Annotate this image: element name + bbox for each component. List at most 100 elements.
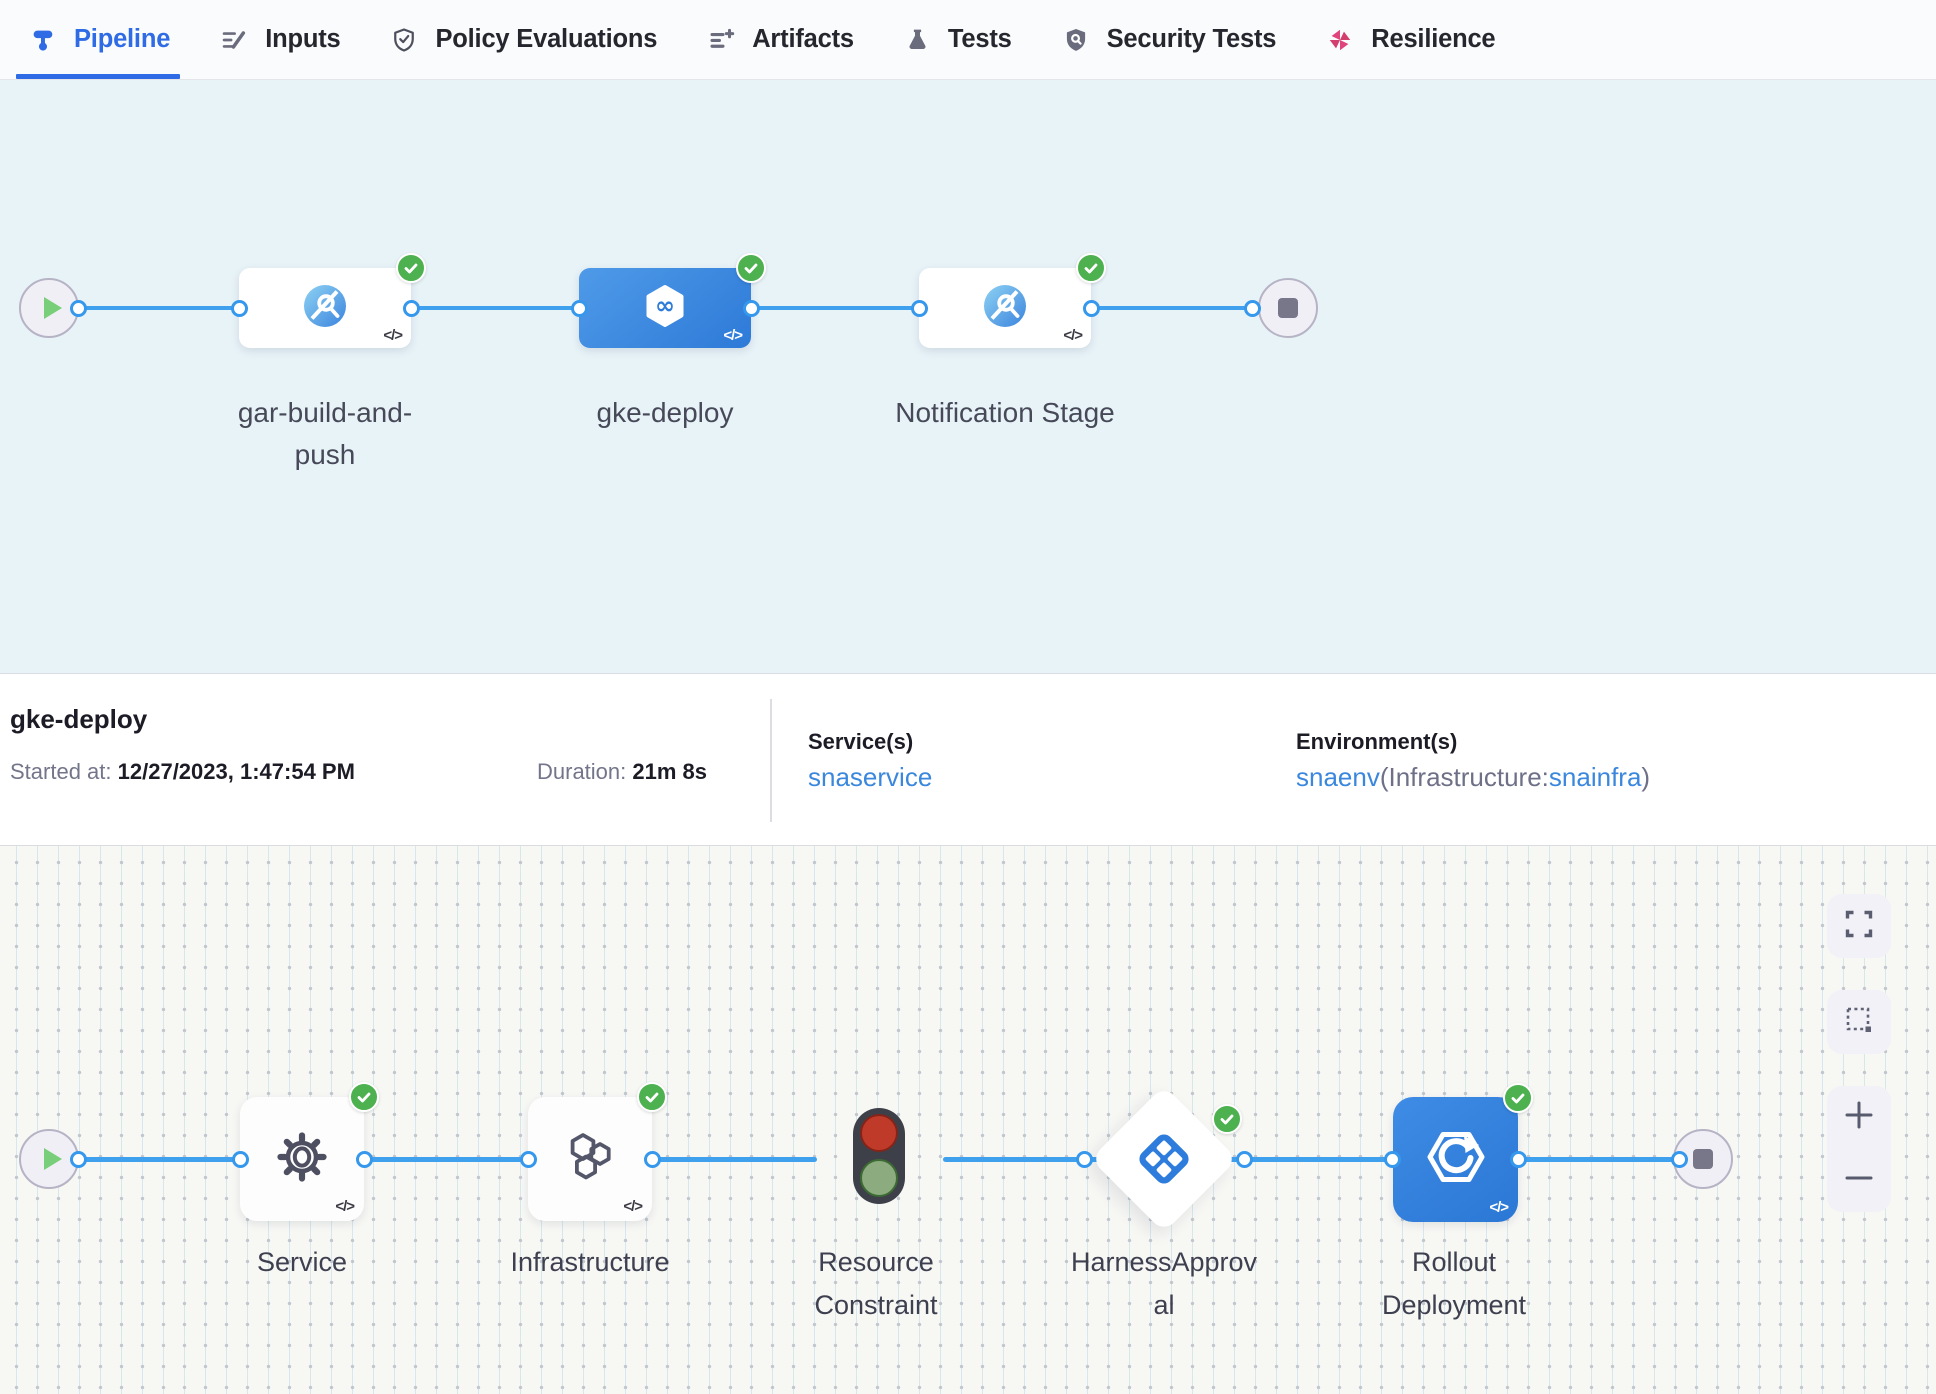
infrastructure-name[interactable]: snainfra xyxy=(1548,762,1642,792)
inputs-icon xyxy=(220,26,248,54)
started-at: Started at: 12/27/2023, 1:47:54 PM xyxy=(10,759,355,785)
step-label: Rollout Deployment xyxy=(1381,1247,1527,1320)
success-badge xyxy=(396,253,426,283)
tab-artifacts[interactable]: Artifacts xyxy=(707,0,854,79)
port xyxy=(355,1150,373,1168)
duration-label: Duration: xyxy=(537,759,627,784)
stage-card-notification-stage[interactable]: </> xyxy=(919,268,1091,348)
step-card-rollout-deployment[interactable]: </> xyxy=(1393,1097,1518,1222)
code-badge: </> xyxy=(723,327,743,344)
port xyxy=(910,299,928,317)
duration-value: 21m 8s xyxy=(632,759,708,784)
tab-label: Security Tests xyxy=(1106,25,1277,53)
stage-card-gar-build-and-push[interactable]: </> xyxy=(239,268,411,348)
stage-label: gke-deploy xyxy=(596,397,734,428)
port xyxy=(570,299,588,317)
tab-resilience[interactable]: Resilience xyxy=(1326,0,1496,79)
exec-edge xyxy=(49,1157,817,1162)
success-badge xyxy=(736,253,766,283)
port xyxy=(1235,1150,1253,1168)
stop-icon xyxy=(1278,298,1298,318)
cd-stage-icon: ∞ xyxy=(641,282,689,335)
tab-label: Artifacts xyxy=(752,25,854,53)
code-badge: </> xyxy=(1489,1199,1509,1216)
fullscreen-icon xyxy=(1843,908,1875,945)
custom-stage-icon xyxy=(981,282,1029,335)
port xyxy=(230,299,248,317)
execution-graph-canvas[interactable]: </> Service </> Infrastructure Resource … xyxy=(0,846,1936,1394)
started-at-value: 12/27/2023, 1:47:54 PM xyxy=(117,759,355,784)
artifacts-icon xyxy=(707,26,735,54)
port xyxy=(1670,1150,1688,1168)
step-label: Service xyxy=(256,1247,348,1277)
step-card-service[interactable]: </> xyxy=(240,1097,364,1221)
tab-label: Tests xyxy=(947,25,1012,53)
resilience-pinwheel-icon xyxy=(1326,26,1354,54)
infrastructure-prefix: (Infrastructure: xyxy=(1379,762,1549,792)
minus-icon xyxy=(1839,1158,1879,1203)
stop-icon xyxy=(1693,1149,1713,1169)
flask-icon xyxy=(904,26,931,53)
exec-edge xyxy=(943,1157,1703,1162)
environments-label: Environment(s) xyxy=(1296,729,1458,754)
port xyxy=(1075,1150,1093,1168)
port xyxy=(742,299,760,317)
step-label: Infrastructure xyxy=(510,1247,670,1277)
green-light xyxy=(860,1159,898,1197)
stage-label: Notification Stage xyxy=(895,397,1115,428)
started-at-label: Started at: xyxy=(10,759,112,784)
stage-details-bar: gke-deploy Started at: 12/27/2023, 1:47:… xyxy=(0,673,1936,846)
approval-icon xyxy=(1132,1127,1196,1196)
success-badge xyxy=(349,1082,379,1112)
rollout-icon xyxy=(1421,1122,1491,1197)
policy-shield-icon xyxy=(390,26,418,54)
port xyxy=(1243,299,1261,317)
stage-graph-canvas[interactable]: </> gar-build-and-push ∞ </> gke-deploy … xyxy=(0,80,1936,673)
environment-name[interactable]: snaenv xyxy=(1296,762,1380,792)
step-label: Resource Constraint xyxy=(814,1247,938,1320)
port xyxy=(1509,1150,1527,1168)
step-card-infrastructure[interactable]: </> xyxy=(528,1097,652,1221)
marquee-selection-icon xyxy=(1843,1004,1875,1041)
tab-policy-evaluations[interactable]: Policy Evaluations xyxy=(390,0,657,79)
gear-icon xyxy=(269,1124,335,1195)
red-light xyxy=(860,1114,898,1152)
port xyxy=(69,1150,87,1168)
plus-icon xyxy=(1839,1095,1879,1140)
security-shield-icon xyxy=(1062,26,1090,54)
tab-label: Policy Evaluations xyxy=(435,25,658,53)
services-label: Service(s) xyxy=(808,729,914,754)
stage-card-gke-deploy[interactable]: ∞ </> xyxy=(579,268,751,348)
success-badge xyxy=(1076,253,1106,283)
pipeline-end-node xyxy=(1258,278,1318,338)
tab-tests[interactable]: Tests xyxy=(904,0,1012,79)
environment-link[interactable]: snaenv(Infrastructure:snainfra) xyxy=(1296,762,1650,793)
svg-text:∞: ∞ xyxy=(655,291,675,319)
success-badge xyxy=(1503,1083,1533,1113)
code-badge: </> xyxy=(383,327,403,344)
play-icon xyxy=(43,1148,62,1170)
tab-security-tests[interactable]: Security Tests xyxy=(1062,0,1277,79)
resource-constraint-traffic-light-icon[interactable] xyxy=(853,1108,905,1204)
tab-inputs[interactable]: Inputs xyxy=(220,0,341,79)
infrastructure-suffix: ) xyxy=(1641,762,1651,792)
port xyxy=(519,1150,537,1168)
ci-stage-icon xyxy=(301,282,349,335)
zoom-out-button[interactable] xyxy=(1827,1151,1891,1211)
code-badge: </> xyxy=(623,1198,643,1215)
service-link[interactable]: snaservice xyxy=(808,762,933,792)
success-badge xyxy=(1212,1104,1242,1134)
duration: Duration: 21m 8s xyxy=(537,759,707,785)
port xyxy=(643,1150,661,1168)
port xyxy=(69,299,87,317)
port xyxy=(1082,299,1100,317)
port xyxy=(231,1150,249,1168)
port xyxy=(402,299,420,317)
tab-pipeline[interactable]: Pipeline xyxy=(15,0,181,79)
code-badge: </> xyxy=(335,1198,355,1215)
fullscreen-button[interactable] xyxy=(1827,894,1891,958)
code-badge: </> xyxy=(1063,327,1083,344)
zoom-in-button[interactable] xyxy=(1827,1088,1891,1148)
marquee-select-button[interactable] xyxy=(1827,990,1891,1054)
success-badge xyxy=(637,1082,667,1112)
